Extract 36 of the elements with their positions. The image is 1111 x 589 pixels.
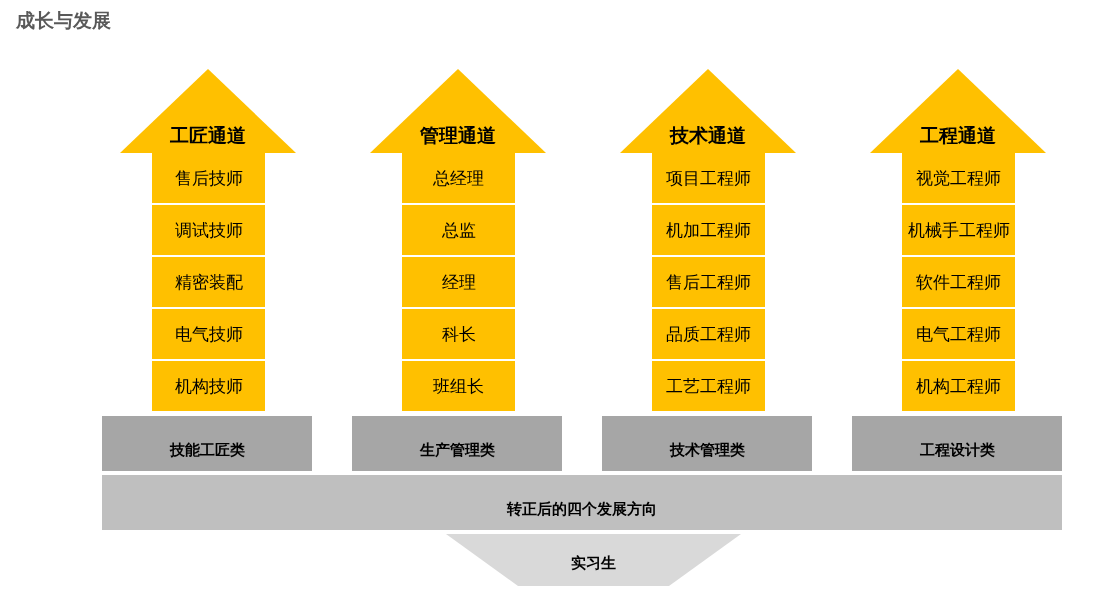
channel-title: 工匠通道 [170, 123, 246, 148]
position-box: 工艺工程师 [652, 361, 765, 411]
position-box: 项目工程师 [652, 153, 765, 203]
position-box: 班组长 [402, 361, 515, 411]
position-box: 机械手工程师 [902, 205, 1015, 255]
position-box: 电气工程师 [902, 309, 1015, 359]
position-box: 机构技师 [152, 361, 265, 411]
position-box: 品质工程师 [652, 309, 765, 359]
position-box: 总监 [402, 205, 515, 255]
category-box: 技术管理类 [602, 416, 812, 471]
position-box: 调试技师 [152, 205, 265, 255]
position-box: 软件工程师 [902, 257, 1015, 307]
position-box: 科长 [402, 309, 515, 359]
position-box: 机构工程师 [902, 361, 1015, 411]
category-box: 技能工匠类 [102, 416, 312, 471]
arrow-head [620, 69, 796, 153]
position-box: 售后技师 [152, 153, 265, 203]
position-box: 经理 [402, 257, 515, 307]
channel-title: 技术通道 [670, 123, 746, 148]
category-box: 工程设计类 [852, 416, 1062, 471]
arrow-head [120, 69, 296, 153]
position-box: 精密装配 [152, 257, 265, 307]
position-box: 机加工程师 [652, 205, 765, 255]
direction-bar: 转正后的四个发展方向 [102, 475, 1062, 530]
channel-title: 工程通道 [920, 123, 996, 148]
base-label: 实习生 [571, 553, 616, 573]
category-box: 生产管理类 [352, 416, 562, 471]
position-box: 售后工程师 [652, 257, 765, 307]
position-box: 总经理 [402, 153, 515, 203]
channel-title: 管理通道 [420, 123, 496, 148]
arrow-head [870, 69, 1046, 153]
arrow-head [370, 69, 546, 153]
heading: 成长与发展 [16, 8, 111, 33]
position-box: 电气技师 [152, 309, 265, 359]
trapezoid-base [446, 534, 741, 586]
position-box: 视觉工程师 [902, 153, 1015, 203]
